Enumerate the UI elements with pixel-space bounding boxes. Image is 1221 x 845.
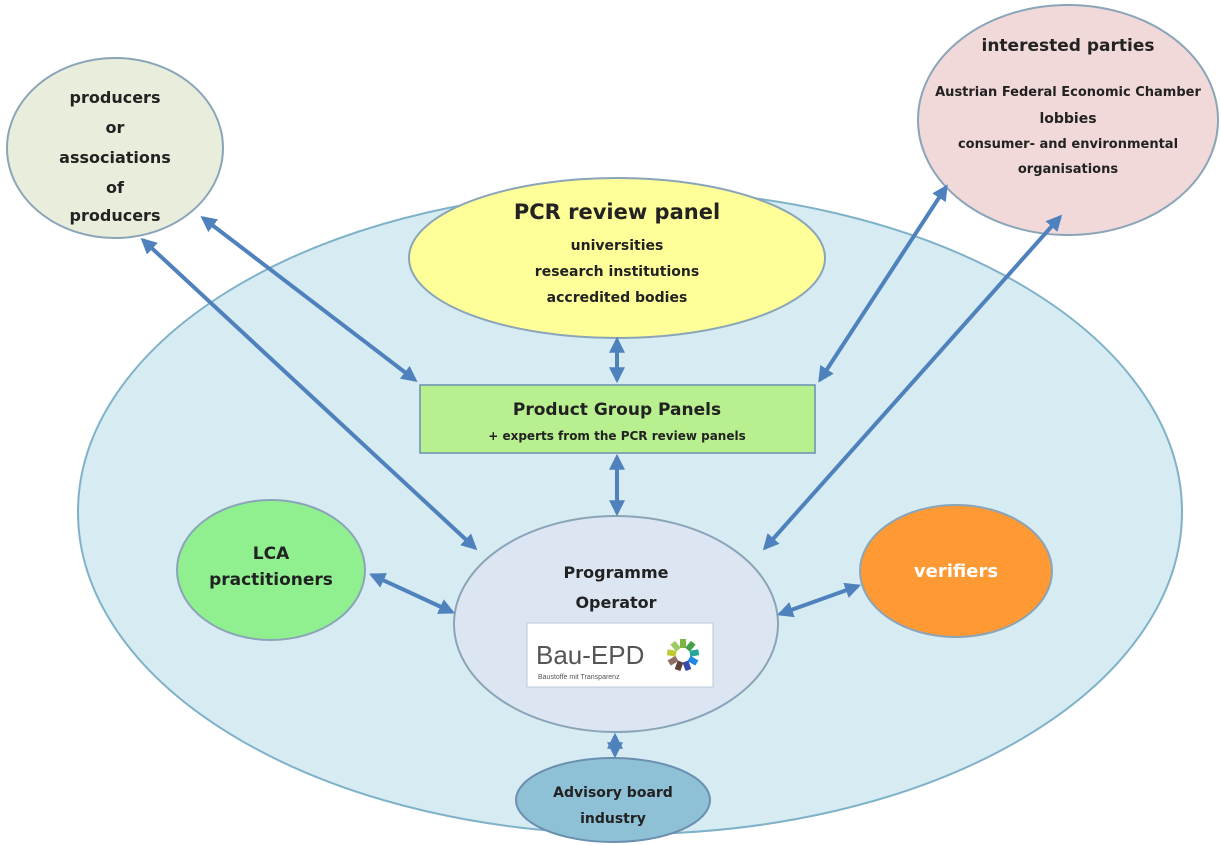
producers-line: associations (59, 148, 171, 167)
advisory-board-line: industry (580, 811, 646, 827)
logo-ring-icon (666, 639, 700, 672)
lca-practitioners-line: LCA (253, 544, 290, 564)
interested-parties-line: lobbies (1039, 111, 1096, 127)
interested-parties-title: interested parties (982, 36, 1155, 56)
product-group-panels-title: Product Group Panels (513, 400, 721, 420)
arrow-interested-to-operator (762, 214, 1063, 551)
programme-operator-node: Programme Operator Bau-EPD Baustoffe mit… (453, 515, 779, 733)
arrow-verifiers-to-operator (776, 582, 862, 618)
arrow-lca-to-operator (369, 573, 455, 614)
verifiers-label: verifiers (914, 561, 998, 582)
programme-operator-line: Operator (575, 593, 656, 612)
programme-operator-line: Programme (564, 563, 669, 582)
interested-parties-line: Austrian Federal Economic Chamber (935, 85, 1201, 100)
interested-parties-line: organisations (1018, 162, 1118, 177)
pcr-review-panel-line: accredited bodies (547, 290, 688, 306)
bau-epd-logo-subtext: Baustoffe mit Transparenz (538, 674, 620, 681)
verifiers-node: verifiers (859, 504, 1053, 638)
producers-line: of (106, 178, 125, 197)
pcr-review-panel-line: research institutions (535, 264, 699, 280)
producers-line: producers (70, 88, 161, 107)
product-group-panels-node: Product Group Panels + experts from the … (419, 384, 816, 454)
advisory-board-line: Advisory board (553, 785, 673, 801)
pcr-review-panel-node: PCR review panel universities research i… (408, 177, 826, 339)
arrow-producers-to-operator (140, 237, 478, 551)
bau-epd-logo: Bau-EPD Baustoffe mit Transparenz (526, 622, 714, 688)
lca-practitioners-line: practitioners (209, 570, 333, 590)
connector-arrows (140, 184, 1063, 759)
producers-node: producers or associations of producers (6, 57, 224, 239)
producers-line: producers (70, 206, 161, 225)
advisory-board-node: Advisory board industry (515, 757, 711, 843)
bau-epd-logo-text: Bau-EPD (536, 640, 644, 670)
product-group-panels-subtitle: + experts from the PCR review panels (488, 429, 746, 443)
producers-line: or (106, 118, 125, 137)
pcr-review-panel-line: universities (571, 238, 664, 254)
interested-parties-node: interested parties Austrian Federal Econ… (917, 4, 1219, 236)
pcr-review-panel-title: PCR review panel (514, 200, 720, 224)
interested-parties-line: consumer- and environmental (958, 137, 1178, 152)
lca-practitioners-node: LCA practitioners (176, 499, 366, 641)
